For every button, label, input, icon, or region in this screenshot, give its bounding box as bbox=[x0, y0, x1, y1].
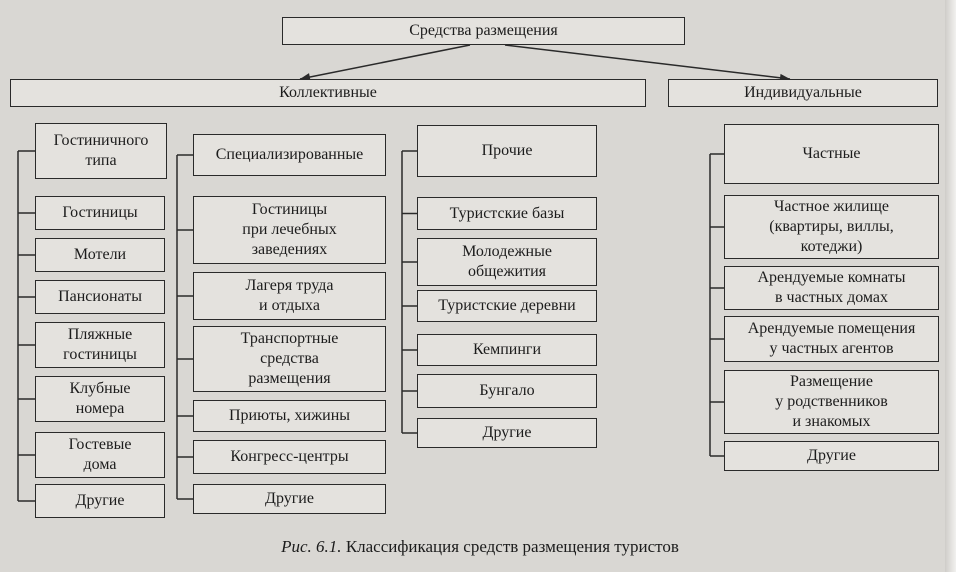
root-node: Средства размещения bbox=[282, 17, 685, 45]
item-specialized-5: Конгресс-центры bbox=[193, 440, 386, 474]
figure-caption: Рис. 6.1. Классификация средств размещен… bbox=[180, 537, 780, 557]
item-private-4: Размещение у родственников и знакомых bbox=[724, 370, 939, 434]
item-other-1: Туристские базы bbox=[417, 197, 597, 230]
item-other-3: Туристские деревни bbox=[417, 290, 597, 322]
item-specialized-4: Приюты, хижины bbox=[193, 400, 386, 432]
item-hotel-type-6: Гостевые дома bbox=[35, 432, 165, 478]
item-other-2: Молодежные общежития bbox=[417, 238, 597, 286]
item-hotel-type-7: Другие bbox=[35, 484, 165, 518]
item-hotel-type-1: Гостиницы bbox=[35, 196, 165, 230]
item-private-2: Арендуемые комнаты в частных домах bbox=[724, 266, 939, 310]
item-private-3: Арендуемые помещения у частных агентов bbox=[724, 316, 939, 362]
item-hotel-type-4: Пляжные гостиницы bbox=[35, 322, 165, 368]
arrowhead-collective bbox=[300, 73, 311, 81]
item-hotel-type-2: Мотели bbox=[35, 238, 165, 272]
column-header-private: Частные bbox=[724, 124, 939, 184]
item-specialized-1: Гостиницы при лечебных заведениях bbox=[193, 196, 386, 264]
arrow-root-collective bbox=[299, 44, 471, 80]
item-private-5: Другие bbox=[724, 441, 939, 471]
page-edge bbox=[945, 0, 956, 572]
item-hotel-type-5: Клубные номера bbox=[35, 376, 165, 422]
item-other-5: Бунгало bbox=[417, 374, 597, 408]
column-header-other: Прочие bbox=[417, 125, 597, 177]
column-header-hotel-type: Гостиничного типа bbox=[35, 123, 167, 179]
item-hotel-type-3: Пансионаты bbox=[35, 280, 165, 314]
item-other-4: Кемпинги bbox=[417, 334, 597, 366]
item-private-1: Частное жилище (квартиры, виллы, котеджи… bbox=[724, 195, 939, 259]
caption-text: Классификация средств размещения туристо… bbox=[341, 537, 679, 556]
group-collective: Коллективные bbox=[10, 79, 646, 107]
item-specialized-3: Транспортные средства размещения bbox=[193, 326, 386, 392]
column-header-specialized: Специализированные bbox=[193, 134, 386, 176]
item-specialized-6: Другие bbox=[193, 484, 386, 514]
item-other-6: Другие bbox=[417, 418, 597, 448]
item-specialized-2: Лагеря труда и отдыха bbox=[193, 272, 386, 320]
caption-prefix: Рис. 6.1. bbox=[281, 537, 342, 556]
arrow-root-individual bbox=[504, 44, 791, 80]
group-individual: Индивидуальные bbox=[668, 79, 938, 107]
